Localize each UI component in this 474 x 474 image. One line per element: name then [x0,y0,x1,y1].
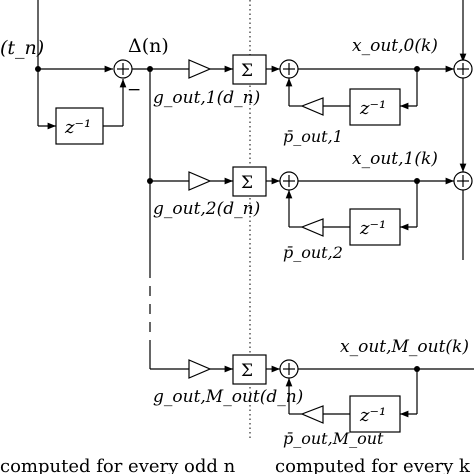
rowM-gain-label: g_out,M_out(d_n) [153,387,303,407]
row2-sum-label: Σ [241,173,253,193]
row1-fb-triangle [300,97,324,116]
row1-sum-label: Σ [241,61,253,81]
input-delay-label: z⁻¹ [64,117,91,138]
row2-gain-triangle [188,171,212,191]
row1-fb-gain-label: p̄_out,1 [283,127,343,146]
row2-gain-label: g_out,2(d_n) [153,199,260,219]
row2-output-label: x_out,1(k) [352,149,438,169]
rowM-gain-triangle [188,359,212,379]
row1-delay-label: z⁻¹ [359,98,386,119]
row1-output-label: x_out,0(k) [352,36,438,56]
rowM-fb-triangle [300,405,324,424]
row1-delay-block [349,88,401,126]
row2-delay-label: z⁻¹ [359,218,386,239]
delta-label: Δ(n) [128,35,169,57]
rowM-fb-gain-label: p̄_out,M_out [283,429,384,448]
input-label: (t_n) [0,37,44,59]
row2-fb-gain-label: p̄_out,2 [283,243,343,262]
caption-left: computed for every odd n [0,456,236,474]
row1-gain-triangle [188,59,212,79]
row2-sum-block [232,166,267,197]
rowM-output-label: x_out,M_out(k) [340,337,469,357]
rowM-sum-block [232,354,267,385]
row1-gain-label: g_out,1(d_n) [153,88,260,108]
row2-fb-triangle [300,218,324,237]
row1-sum-block [232,54,267,85]
rowM-delay-label: z⁻¹ [359,405,386,426]
rowM-delay-block [349,395,401,433]
minus-sign: − [127,80,141,100]
rowM-sum-label: Σ [241,361,253,381]
caption-right: computed for every k [275,456,471,474]
